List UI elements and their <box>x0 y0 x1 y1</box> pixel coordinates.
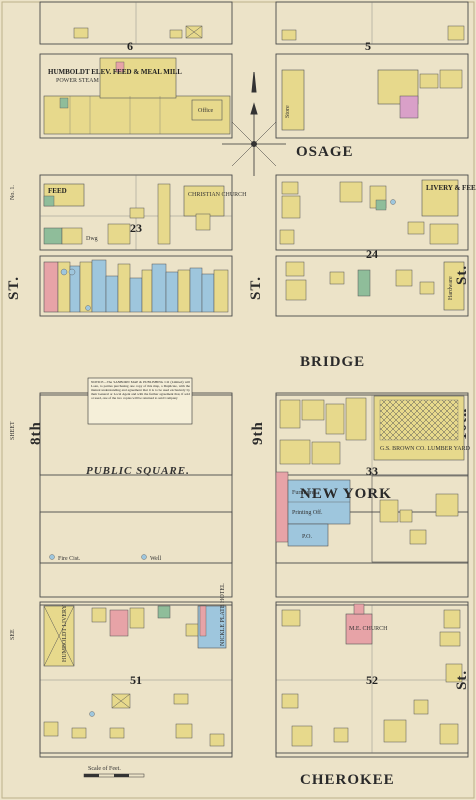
public-square: PUBLIC SQUARE. Fire Cist. Well <box>49 465 190 562</box>
furniture-label: Furniture <box>292 490 315 496</box>
me-church-label: M.E. CHURCH <box>349 626 388 632</box>
sheet-number-label: No. 1. <box>10 185 16 200</box>
street-st-right-mid: St. <box>454 670 470 690</box>
block-51: HUMBOLDT LIVERY NICKLE PLATE HOTEL <box>39 583 233 758</box>
block-top-right <box>281 25 465 41</box>
block-24-south: Hardware <box>285 261 465 311</box>
street-st-right-top: St. <box>454 265 470 285</box>
block-24-north: LIVERY & FEED <box>279 179 476 245</box>
block-number-52: 52 <box>366 673 378 687</box>
block-52: M.E. CHURCH <box>275 601 469 758</box>
notice-text: NOTICE—The SANBORN MAP & PUBLISHING CO (… <box>91 380 190 401</box>
block-number-23: 23 <box>130 221 142 235</box>
scale-bar: Scale of Feet. <box>83 765 145 778</box>
hotel-label: NICKLE PLATE HOTEL <box>220 583 226 646</box>
mill-office-label: Office <box>198 107 214 114</box>
notice-box: NOTICE—The SANBORN MAP & PUBLISHING CO (… <box>87 377 193 425</box>
fire-cistern-label: Fire Cist. <box>58 556 81 562</box>
street-cherokee: CHEROKEE <box>300 772 395 788</box>
see-label: SEE <box>10 629 16 640</box>
street-st-left: ST. <box>6 276 22 300</box>
block5-store-label: Store <box>285 105 291 118</box>
street-st-center: ST. <box>248 276 264 300</box>
feed-left-label: FEED <box>48 187 67 195</box>
printing-label: Printing Off. <box>292 509 323 516</box>
post-office-label: P.O. <box>302 534 313 540</box>
scale-label: Scale of Feet. <box>88 765 121 772</box>
square-well-label: Well <box>150 556 162 562</box>
lumber-yard-label: G.S. BROWN CO. LUMBER YARD <box>380 446 471 452</box>
block-top-left <box>73 25 203 39</box>
compass-rose <box>222 71 286 176</box>
block-23-commercial-row <box>43 259 229 313</box>
sheet-label: SHEET <box>10 421 16 440</box>
block-number-33: 33 <box>366 464 378 478</box>
block-number-51: 51 <box>130 673 142 687</box>
mill-power-label: POWER STEAM <box>56 78 100 84</box>
block24-hardware-label: Hardware <box>448 276 454 300</box>
humboldt-livery-label: HUMBOLDT LIVERY <box>62 604 68 662</box>
block-33: Furniture Printing Off. P.O. G.S. BROWN … <box>275 392 471 564</box>
street-osage: OSAGE <box>296 144 354 160</box>
humboldt-mill-label: HUMBOLDT ELEV. FEED & MEAL MILL <box>48 68 182 76</box>
street-ninth: 9th <box>250 421 266 445</box>
christian-church-label: CHRISTIAN CHURCH <box>188 192 247 198</box>
livery-label: LIVERY & FEED <box>426 184 476 192</box>
block-23-north: FEED CHRISTIAN CHURCH Dwg <box>43 183 247 245</box>
block-number-5: 5 <box>365 39 371 53</box>
public-square-label: PUBLIC SQUARE. <box>86 465 190 477</box>
block23-dwelling-label: Dwg <box>86 236 98 242</box>
block-6-mill: HUMBOLDT ELEV. FEED & MEAL MILL POWER ST… <box>43 57 231 135</box>
block-number-24: 24 <box>366 247 378 261</box>
block-number-6: 6 <box>127 39 133 53</box>
street-eighth: 8th <box>28 421 44 445</box>
street-bridge: BRIDGE <box>300 354 365 370</box>
street-new-york: NEW YORK <box>300 486 392 502</box>
block-5: Store <box>281 69 463 131</box>
